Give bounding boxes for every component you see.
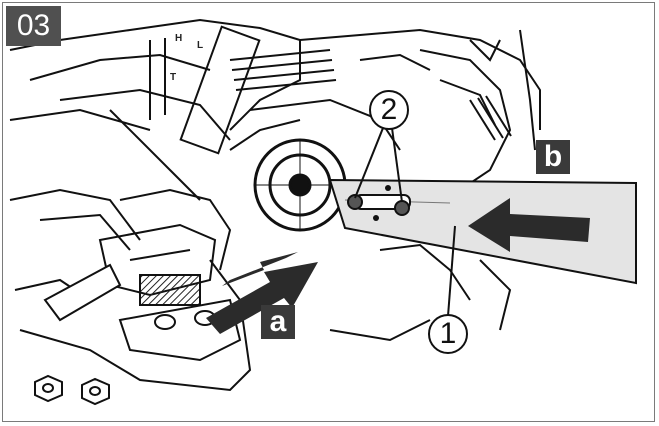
arrow-a	[206, 262, 318, 334]
callout-leaders	[354, 127, 456, 317]
label-b: b	[536, 140, 570, 174]
marking-l: L	[197, 40, 204, 51]
arrow-a-shadow	[222, 252, 298, 286]
bar-nuts	[34, 374, 110, 406]
callout-2: 2	[369, 90, 409, 130]
marking-t: T	[170, 72, 177, 83]
cooling-fins	[229, 49, 512, 141]
arrow-b	[468, 198, 590, 252]
chain-catcher	[43, 263, 122, 322]
callout-1: 1	[428, 314, 468, 354]
guide-stud-right	[394, 200, 410, 216]
label-a: a	[261, 305, 295, 339]
marking-h: H	[175, 33, 183, 44]
hatched-guide-block	[139, 274, 201, 306]
step-number-badge: 03	[6, 6, 61, 46]
mounting-plate	[118, 298, 242, 362]
guide-stud-left	[347, 194, 363, 210]
